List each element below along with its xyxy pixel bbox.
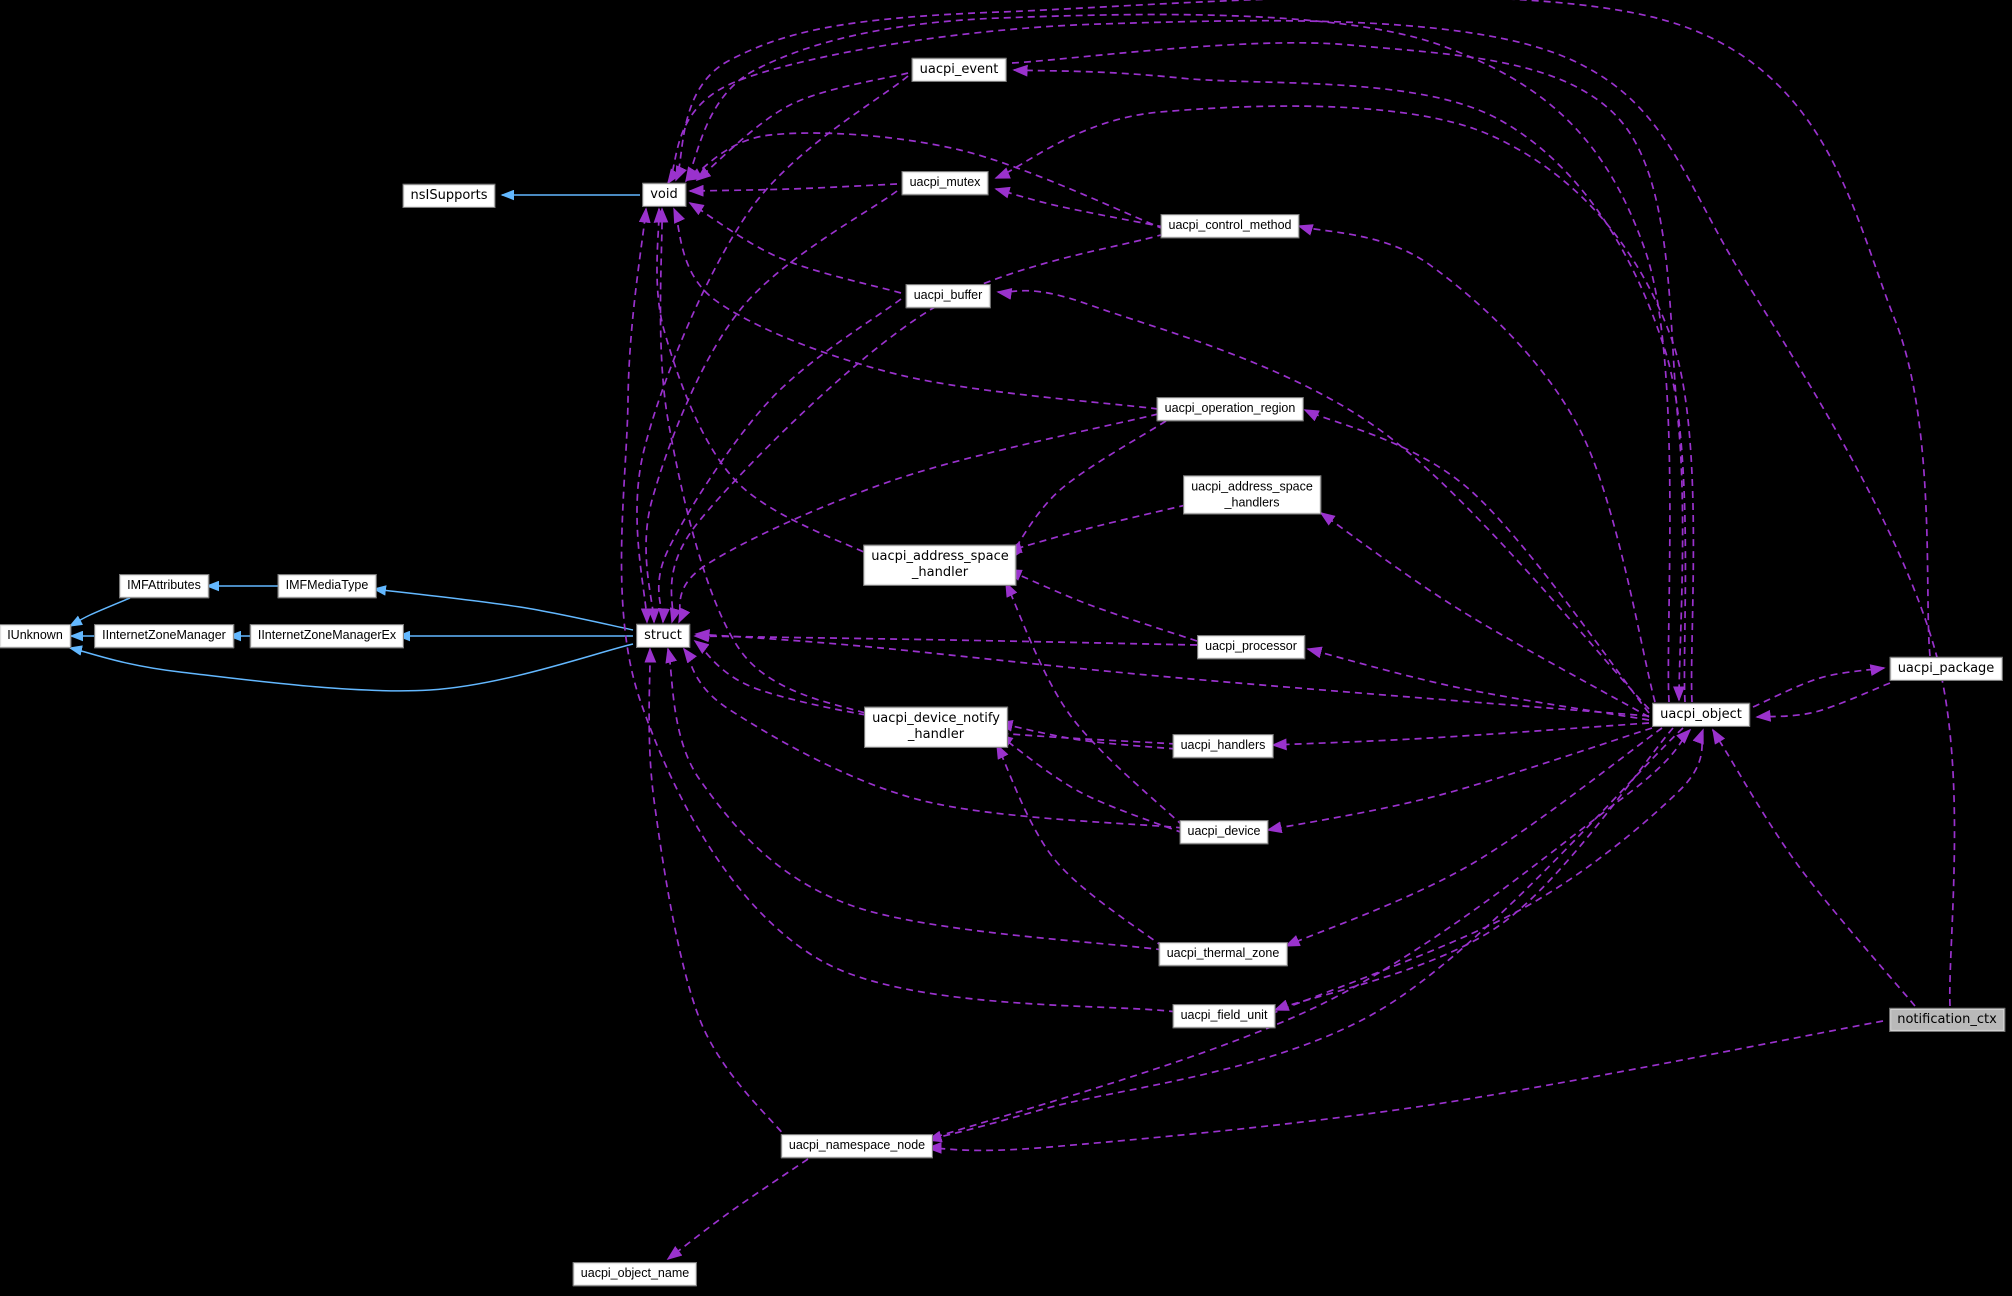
edge-uacpi_operation_region-to-void (673, 207, 1159, 410)
edge-uacpi_handlers-to-uacpi_device_notify_handler (997, 719, 1177, 750)
graph-node-nsISupports[interactable]: nsISupports (402, 183, 496, 209)
edge-uacpi_thermal_zone-to-uacpi_device_notify_handler (996, 743, 1164, 948)
edge-uacpi_device-to-uacpi_device_notify_handler (997, 734, 1184, 834)
edge-uacpi_object-to-uacpi_device (1266, 727, 1653, 834)
graph-node-IMFAttributes[interactable]: IMFAttributes (119, 574, 209, 598)
edge-uacpi_event-to-struct (636, 75, 909, 624)
graph-node-uacpi_object[interactable]: uacpi_object (1652, 702, 1750, 728)
edge-uacpi_address_space_handler-to-void (653, 207, 875, 558)
edge-struct-to-IMFMediaType (372, 585, 634, 631)
edge-uacpi_object-to-void (685, 13, 1671, 703)
edge-uacpi_thermal_zone-to-struct (665, 647, 1164, 951)
edge-uacpi_processor-to-struct (693, 630, 1198, 646)
graph-node-IMFMediaType[interactable]: IMFMediaType (277, 574, 377, 598)
graph-node-uacpi_thermal_zone[interactable]: uacpi_thermal_zone (1158, 942, 1288, 966)
edge-uacpi_device_notify_handler-to-void (656, 207, 877, 718)
graph-node-IUnknown[interactable]: IUnknown (0, 624, 71, 648)
edge-uacpi_address_space_handlers-to-uacpi_address_space_handler (1006, 504, 1187, 554)
edge-uacpi_object-to-uacpi_handlers (1271, 722, 1650, 751)
graph-node-uacpi_object_name[interactable]: uacpi_object_name (572, 1262, 698, 1286)
graph-node-uacpi_processor[interactable]: uacpi_processor (1197, 635, 1305, 659)
edge-notification_ctx-to-uacpi_object (1711, 728, 1916, 1007)
edge-uacpi_field_unit-to-uacpi_object (1270, 728, 1704, 1015)
graph-node-void[interactable]: void (642, 182, 686, 208)
edge-uacpi_object-to-uacpi_field_unit (1273, 727, 1674, 1011)
graph-node-uacpi_operation_region[interactable]: uacpi_operation_region (1156, 397, 1304, 421)
graph-node-uacpi_field_unit[interactable]: uacpi_field_unit (1172, 1004, 1276, 1028)
graph-node-uacpi_device[interactable]: uacpi_device (1179, 820, 1269, 844)
edge-uacpi_object-to-uacpi_thermal_zone (1284, 727, 1663, 947)
edge-uacpi_buffer-to-void (688, 202, 902, 294)
edge-IMFAttributes-to-IUnknown (68, 597, 131, 627)
edge-uacpi_object-to-uacpi_mutex (994, 105, 1695, 703)
graph-node-notification_ctx: notification_ctx (1889, 1007, 2005, 1033)
edge-uacpi_object-to-uacpi_address_space_handlers (1319, 512, 1650, 718)
edge-uacpi_handlers-to-struct (693, 639, 1177, 745)
edge-uacpi_object-to-uacpi_control_method (1297, 224, 1656, 703)
edge-uacpi_namespace_node-to-uacpi_object_name (666, 1158, 809, 1261)
graph-node-uacpi_control_method[interactable]: uacpi_control_method (1160, 214, 1300, 238)
edge-uacpi_operation_region-to-uacpi_address_space_handler (1006, 420, 1167, 562)
edge-uacpi_event-to-uacpi_object (1011, 41, 1685, 702)
graph-node-struct[interactable]: struct (636, 623, 690, 649)
edge-uacpi_event-to-void (695, 72, 909, 182)
edge-uacpi_object-to-struct (694, 629, 1650, 717)
edge-uacpi_object-to-uacpi_operation_region (1303, 409, 1650, 714)
edge-uacpi_device-to-struct (682, 647, 1184, 829)
graph-node-uacpi_mutex[interactable]: uacpi_mutex (901, 171, 989, 195)
edge-uacpi_object-to-uacpi_event (1012, 64, 1687, 703)
graph-node-IInternetZoneManagerEx[interactable]: IInternetZoneManagerEx (249, 624, 405, 648)
edge-uacpi_field_unit-to-void (620, 207, 1177, 1013)
graph-node-uacpi_device_notify_handler[interactable]: uacpi_device_notify _handler (864, 706, 1008, 748)
graph-node-uacpi_handlers[interactable]: uacpi_handlers (1172, 734, 1274, 758)
edge-uacpi_namespace_node-to-struct (644, 647, 790, 1142)
graph-node-uacpi_namespace_node[interactable]: uacpi_namespace_node (780, 1134, 934, 1158)
edge-uacpi_package-to-uacpi_object (1755, 682, 1891, 722)
edge-uacpi_control_method-to-struct (669, 233, 1165, 624)
edge-uacpi_namespace_node-to-uacpi_object (923, 728, 1692, 1142)
edge-uacpi_object-to-uacpi_processor (1306, 646, 1650, 721)
edge-uacpi_mutex-to-struct (645, 190, 898, 624)
edge-uacpi_package-to-void (675, 0, 1931, 657)
edge-uacpi_buffer-to-struct (657, 298, 902, 624)
graph-node-uacpi_package[interactable]: uacpi_package (1889, 656, 2003, 682)
edge-uacpi_device-to-uacpi_address_space_handler (1005, 581, 1184, 827)
graph-node-uacpi_address_space_handler[interactable]: uacpi_address_space _handler (863, 544, 1017, 586)
graph-node-uacpi_event[interactable]: uacpi_event (911, 57, 1007, 83)
edge-struct-to-IUnknown (68, 643, 634, 692)
edge-uacpi_control_method-to-uacpi_mutex (994, 186, 1165, 228)
edge-uacpi_object-to-uacpi_package (1752, 664, 1886, 708)
edge-uacpi_mutex-to-void (688, 183, 898, 197)
edge-uacpi_processor-to-uacpi_address_space_handler (1006, 569, 1198, 642)
graph-node-uacpi_address_space_handlers[interactable]: uacpi_address_space _handlers (1183, 475, 1321, 515)
edge-uacpi_operation_region-to-struct (678, 413, 1159, 624)
edge-notification_ctx-to-uacpi_namespace_node (926, 1020, 1884, 1154)
edge-uacpi_control_method-to-void (686, 132, 1165, 230)
graph-node-uacpi_buffer[interactable]: uacpi_buffer (905, 284, 991, 308)
edge-uacpi_object-to-uacpi_namespace_node (926, 727, 1684, 1143)
edge-uacpi_object-to-uacpi_buffer (996, 287, 1650, 710)
graph-node-IInternetZoneManager[interactable]: IInternetZoneManager (94, 624, 234, 648)
